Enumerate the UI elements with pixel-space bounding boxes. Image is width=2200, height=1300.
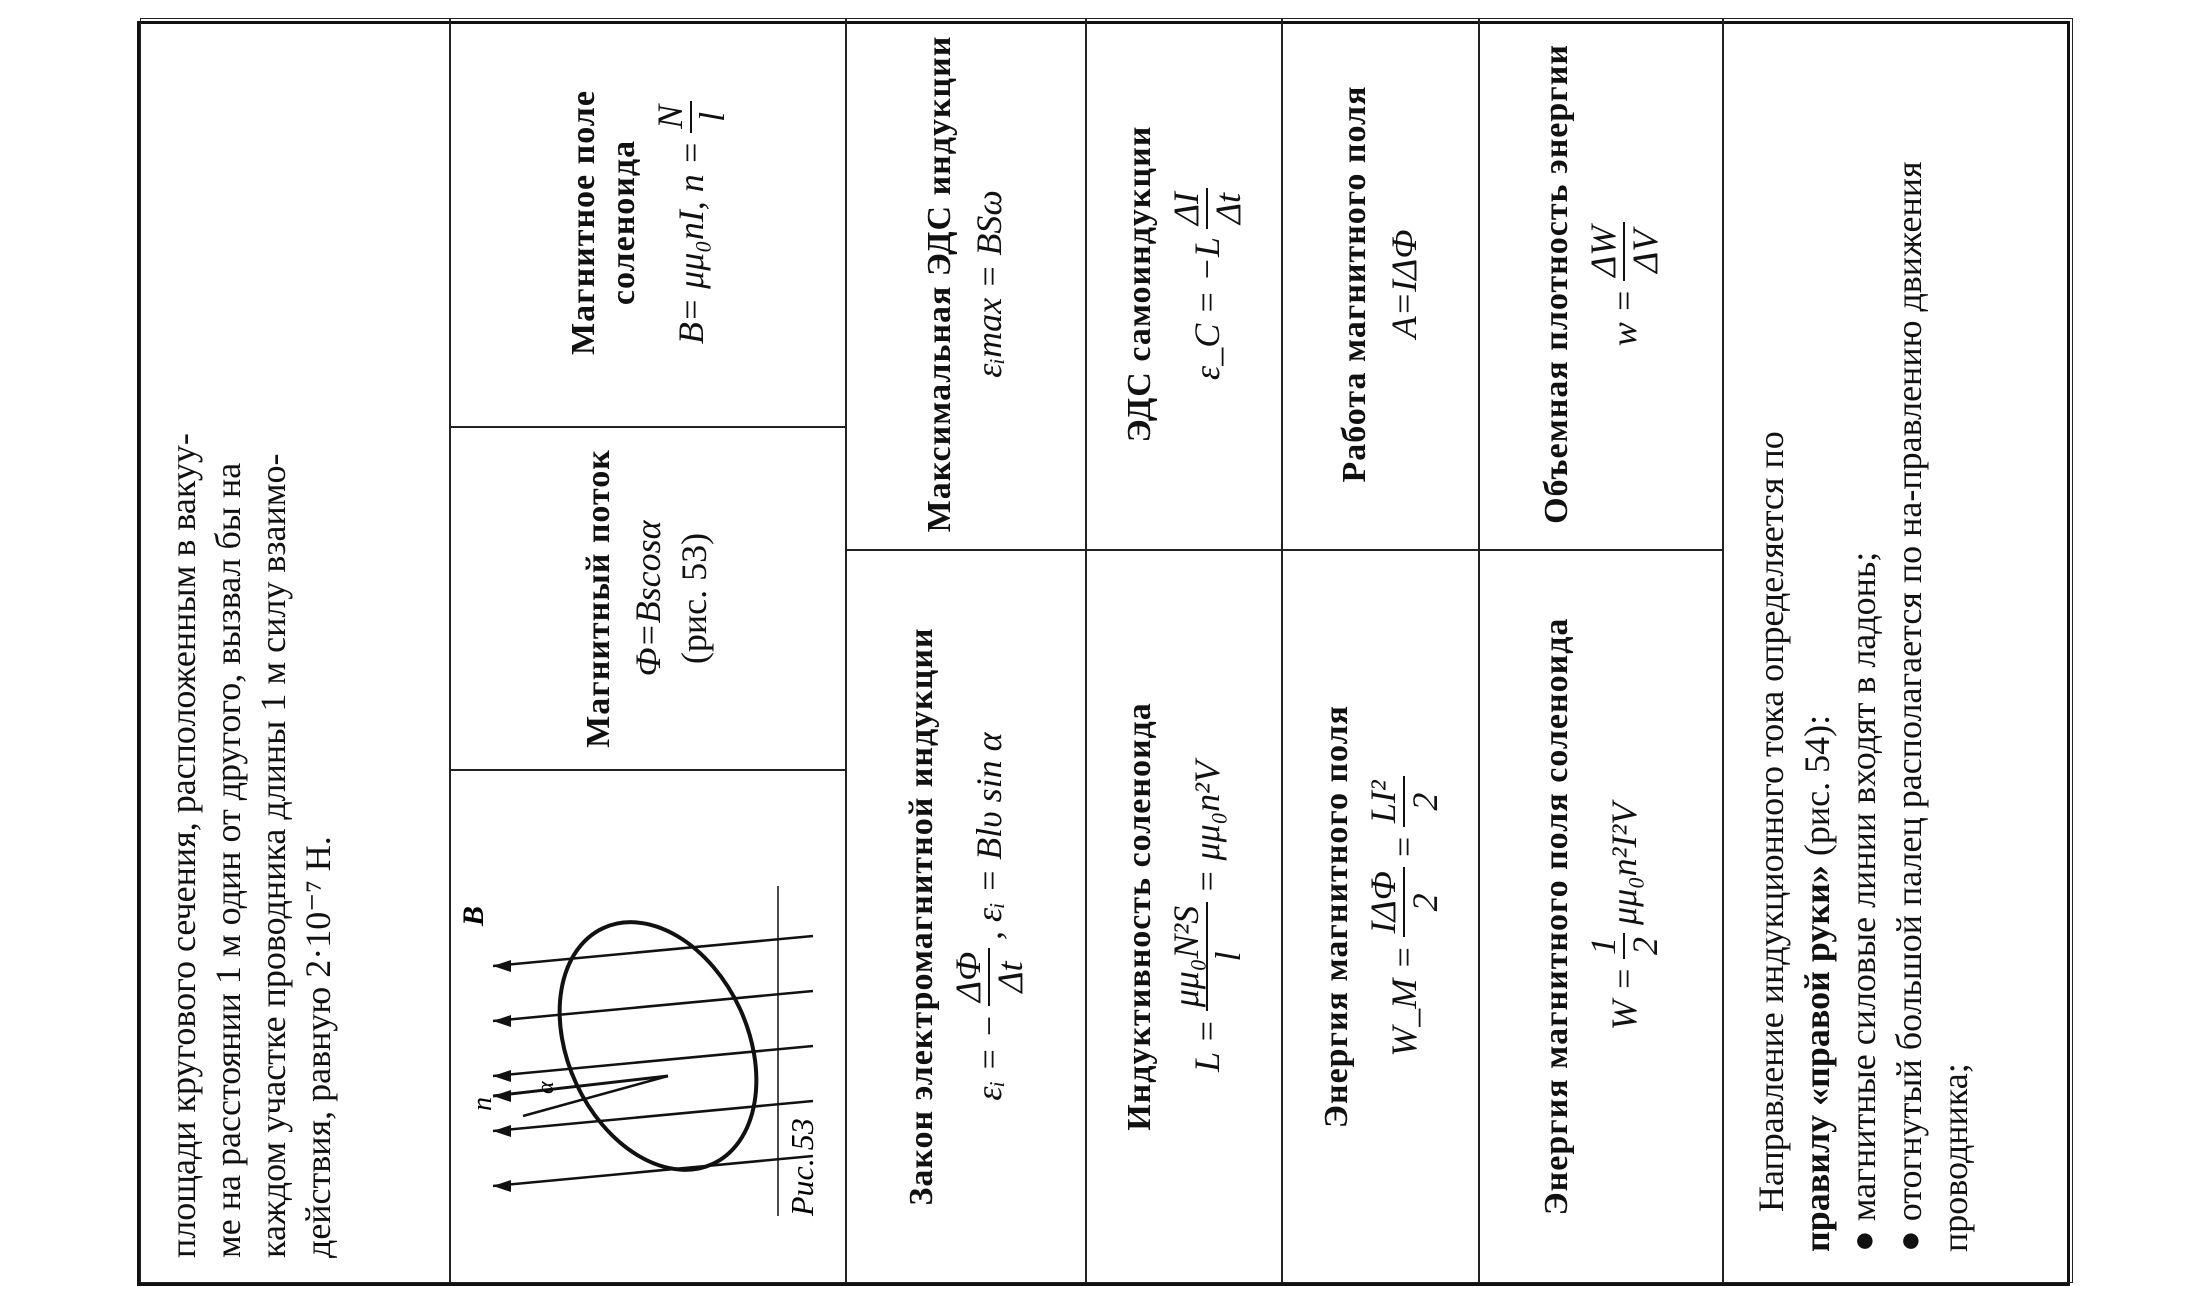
formula-rest: , εᵢ = Blυ sin α	[969, 732, 1009, 941]
bullet-item: ● магнитные силовые линии входят в ладон…	[1840, 552, 1886, 1252]
cell-title: Закон электромагнитной индукции	[903, 627, 940, 1206]
numerator: N	[650, 100, 692, 133]
denominator: l	[692, 111, 732, 122]
cell-title: Магнитное поле соленоида	[565, 90, 642, 355]
denominator: Δt	[990, 961, 1030, 993]
intro-line: каждом участке проводника длины 1 м силу…	[253, 453, 293, 1258]
label-alpha: α	[533, 1082, 559, 1095]
denominator: 2	[1625, 936, 1665, 955]
formula-lhs: ε_C = −L	[1187, 237, 1227, 380]
intro-line: действия, равную 2·10⁻⁷ Н.	[298, 836, 338, 1258]
rule-name: правилу «правой руки»	[1797, 865, 1837, 1252]
intro-line: ме на расстоянии 1 м один от другого, вы…	[208, 462, 248, 1258]
formula: A=IΔФ	[1383, 229, 1424, 339]
figure-caption: Рис. 53	[784, 1119, 820, 1218]
numerator: IΔФ	[1362, 867, 1405, 938]
formula-lhs: εᵢ = −	[969, 1014, 1009, 1101]
formula: Ф=Bscosα	[628, 520, 668, 677]
cell-title: Работа магнитного поля	[1335, 85, 1373, 483]
right-hand-rule-section: Направление индукционного тока определяе…	[1723, 18, 2073, 1283]
numerator: 1	[1583, 932, 1625, 959]
cell-title: Объемная плотность энергии	[1538, 44, 1575, 524]
bullet-item: ● отогнутый большой палец располагается …	[1886, 49, 1978, 1252]
label-n: n	[467, 1098, 498, 1112]
formula: εᵢmax = BSω	[969, 190, 1009, 378]
figure-ref: (рис. 53)	[674, 532, 714, 665]
formula-lhs: L =	[1187, 1019, 1227, 1072]
cell-title: Энергия магнитного поля соленоида	[1538, 617, 1575, 1216]
denominator: Δt	[1208, 193, 1248, 225]
numerator: ΔW	[1583, 221, 1625, 281]
figure-53-cell: n α B Рис. 53	[450, 770, 846, 1283]
bullet-icon: ●	[1843, 1221, 1883, 1252]
formula-lhs: w =	[1604, 288, 1644, 347]
cell-title: Энергия магнитного поля	[1317, 704, 1355, 1129]
magnetic-flux-diagram: n α B Рис. 53	[457, 886, 820, 1218]
intro-paragraph: площади кругового сечения, расположенным…	[140, 18, 450, 1283]
denominator: ΔV	[1625, 229, 1665, 273]
bullet-text: магнитные силовые линии входят в ладонь;	[1843, 551, 1883, 1222]
numerator: μμ₀N²S	[1166, 901, 1208, 1012]
formula-lhs: B= μμ₀nI, n =	[671, 140, 711, 345]
denominator: l	[1208, 951, 1248, 962]
cell-title: Индуктивность соленоида	[1121, 702, 1158, 1131]
magnetic-flux-cell: Магнитный поток Ф=Bscosα (рис. 53)	[450, 427, 846, 770]
denominator: 2	[1404, 792, 1445, 811]
bullet-text: отогнутый большой палец располагается по…	[1889, 161, 1975, 1252]
rule-intro: Направление индукционного тока определяе…	[1751, 431, 1791, 1212]
formula-rest: μμ₀n²I²V	[1604, 802, 1644, 925]
rule-ref: (рис. 54):	[1797, 714, 1837, 866]
label-b: B	[457, 906, 490, 927]
formula-lhs: W =	[1604, 966, 1644, 1031]
max-emf-cell: Максимальная ЭДС индукции εᵢmax = BSω	[846, 18, 1086, 550]
magnetic-work-cell: Работа магнитного поля A=IΔФ	[1282, 18, 1479, 550]
reference-table: площади кругового сечения, расположенным…	[137, 18, 2073, 1286]
formula-rest: = μμ₀n²V	[1187, 761, 1227, 894]
bullet-icon: ●	[1889, 1221, 1929, 1252]
numerator: LI²	[1362, 776, 1405, 828]
rule-line: правилу «правой руки» (рис. 54):	[1794, 715, 1840, 1252]
cell-title: Максимальная ЭДС индукции	[921, 35, 958, 533]
numerator: ΔФ	[948, 948, 990, 1007]
numerator: ΔI	[1166, 188, 1208, 230]
cell-title: ЭДС самоиндукции	[1121, 125, 1158, 443]
em-induction-law-cell: Закон электромагнитной индукции εᵢ = − ΔФ…	[846, 550, 1086, 1283]
formula-lhs: W_М =	[1383, 945, 1424, 1057]
denominator: 2	[1404, 893, 1445, 912]
equals: =	[1383, 835, 1424, 860]
intro-line: площади кругового сечения, расположенным…	[163, 433, 203, 1258]
cell-title: Магнитный поток	[580, 449, 617, 748]
